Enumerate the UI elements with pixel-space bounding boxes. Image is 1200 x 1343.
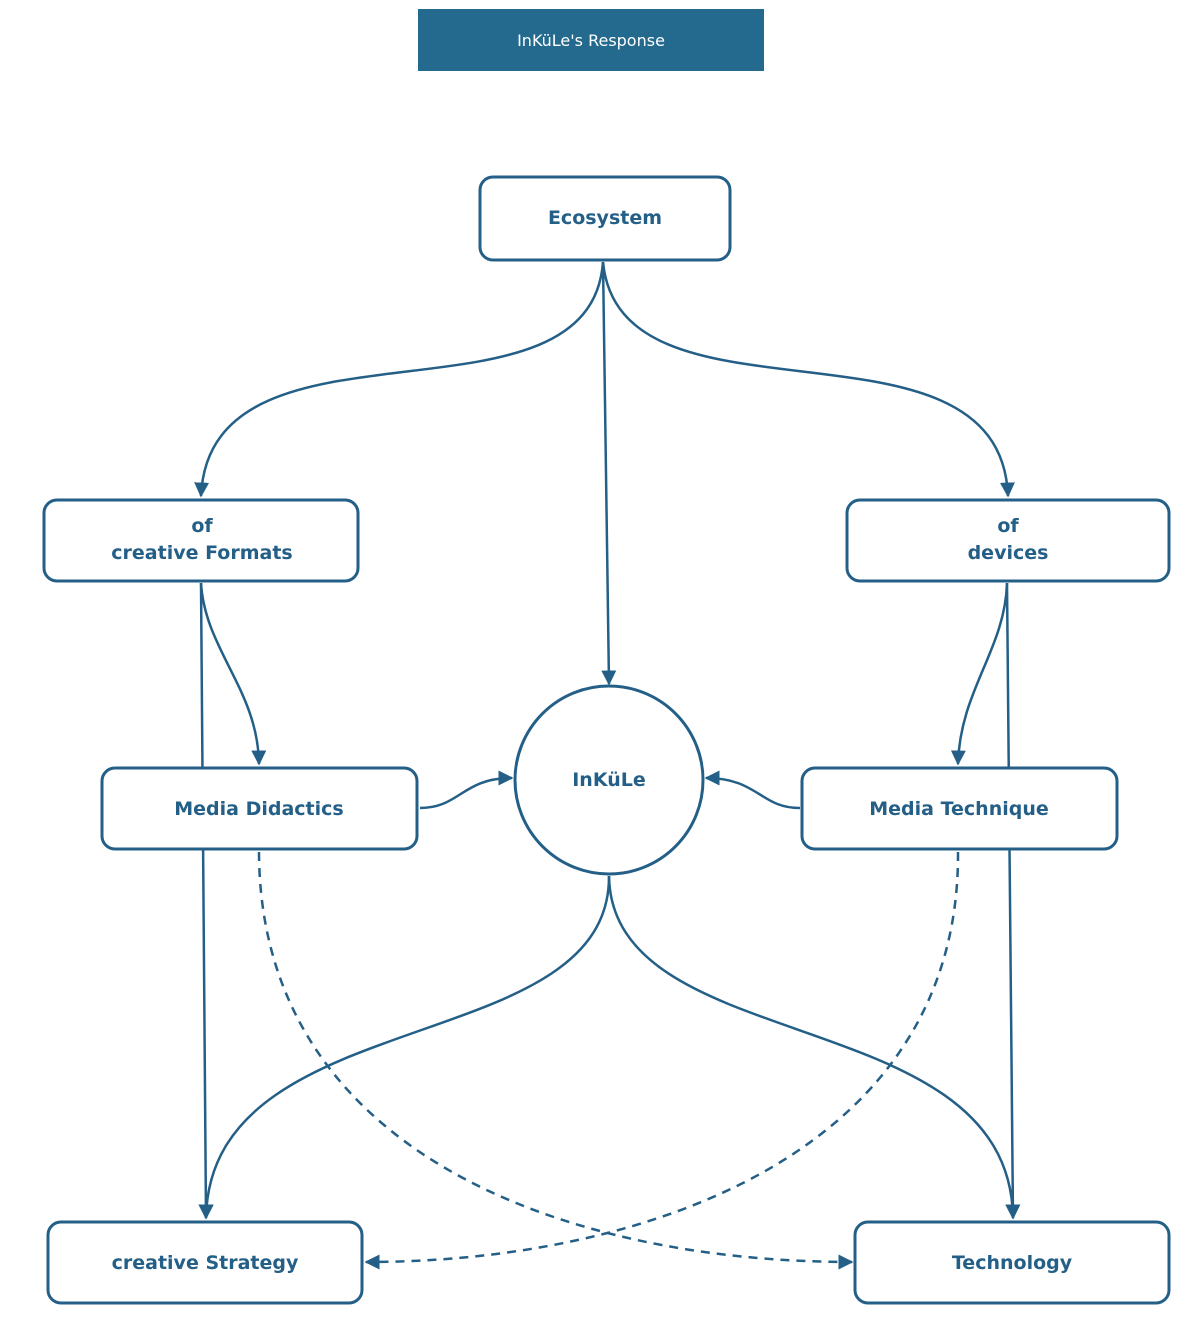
- node-technology-label: Technology: [952, 1252, 1073, 1274]
- node-ecosystem: Ecosystem: [478, 175, 732, 262]
- node-ecosystem-box: [478, 175, 732, 262]
- node-creative-formats-line2: creative Formats: [111, 542, 292, 564]
- node-creative-formats-line1: of: [191, 515, 213, 537]
- node-creative-formats-box: [42, 498, 360, 583]
- edge-creative-formats-to-media-didactics: [199, 582, 267, 766]
- header-title: InKüLe's Response: [517, 31, 665, 50]
- edge-media-technique-to-creative-strategy-dashed: [364, 851, 960, 1270]
- node-devices-box: [845, 498, 1171, 583]
- node-media-didactics-label: Media Didactics: [174, 798, 343, 820]
- edge-devices-to-technology: [1005, 582, 1021, 1220]
- node-inkule: InKüLe: [513, 684, 705, 876]
- edge-ecosystem-to-inkule: [601, 261, 617, 686]
- node-devices: of devices: [845, 498, 1171, 583]
- node-media-technique: Media Technique: [800, 766, 1119, 851]
- node-media-technique-box: [800, 766, 1119, 851]
- edge-creative-formats-to-creative-strategy: [198, 582, 214, 1220]
- node-technology: Technology: [853, 1220, 1171, 1305]
- node-creative-strategy: creative Strategy: [46, 1220, 364, 1305]
- edge-inkule-to-technology: [607, 875, 1021, 1220]
- edge-media-didactics-to-technology-dashed: [257, 851, 854, 1270]
- node-inkule-circle: [513, 684, 705, 876]
- node-creative-strategy-box: [46, 1220, 364, 1305]
- node-technology-box: [853, 1220, 1171, 1305]
- node-media-didactics: Media Didactics: [100, 766, 419, 851]
- edge-ecosystem-to-creative-formats: [194, 261, 605, 498]
- node-media-technique-label: Media Technique: [869, 798, 1049, 820]
- header-banner: InKüLe's Response: [418, 9, 764, 71]
- node-devices-line2: devices: [968, 542, 1049, 564]
- edge-ecosystem-to-devices: [601, 261, 1015, 498]
- edge-inkule-to-creative-strategy: [198, 875, 611, 1220]
- node-media-didactics-box: [100, 766, 419, 851]
- node-ecosystem-label: Ecosystem: [548, 207, 662, 229]
- node-creative-strategy-label: creative Strategy: [112, 1252, 299, 1274]
- edge-media-didactics-to-inkule: [419, 770, 514, 810]
- node-creative-formats: of creative Formats: [42, 498, 360, 583]
- edges: [194, 261, 1021, 1270]
- edge-media-technique-to-inkule: [704, 770, 801, 810]
- header-background: [418, 9, 764, 71]
- node-inkule-label: InKüLe: [572, 769, 646, 791]
- node-devices-line1: of: [997, 515, 1019, 537]
- edge-devices-to-media-technique: [950, 582, 1009, 766]
